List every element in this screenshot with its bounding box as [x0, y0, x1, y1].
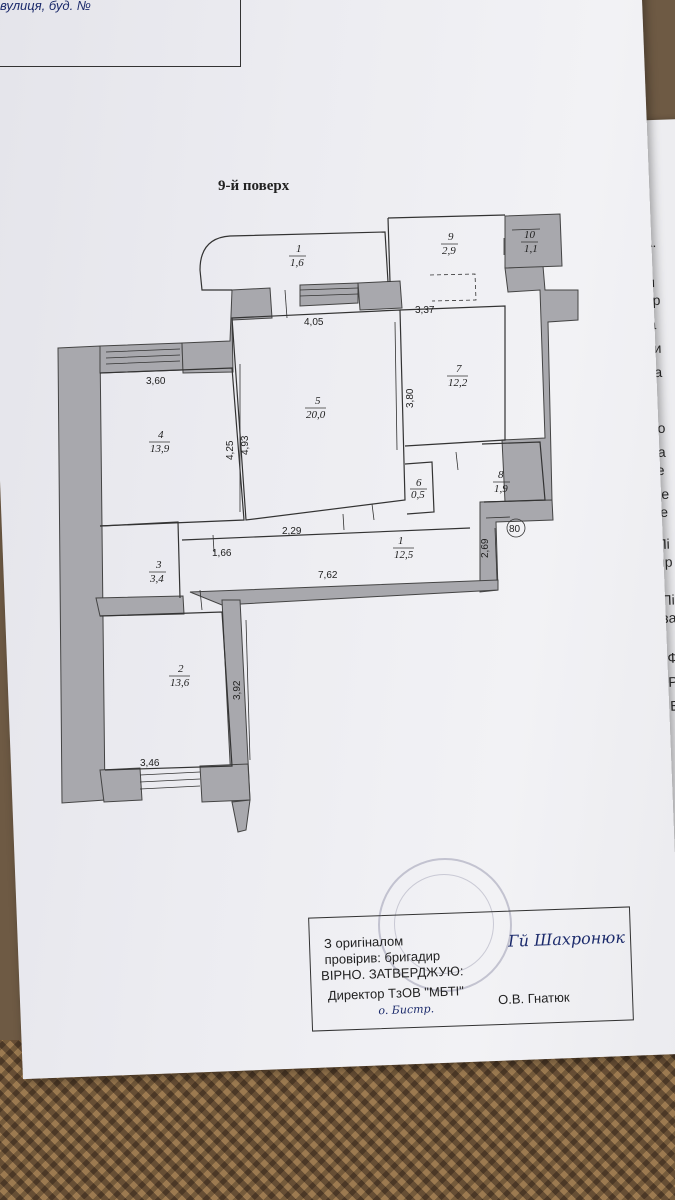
room-area: 1,1	[524, 243, 538, 255]
dimension-label: 4,93	[240, 435, 251, 455]
dimension-label: 1,66	[212, 548, 232, 559]
certification-stamp: З оригіналом провірив: бригадир ВІРНО. З…	[308, 906, 634, 1032]
room-labels: 1 1,6 9 2,9 10 1,1 5 20,0 7 12,2 4 13,9 …	[149, 229, 538, 689]
room-area: 13,6	[170, 677, 190, 689]
room-area: 1,6	[290, 257, 304, 269]
room-area: 12,2	[448, 377, 468, 389]
room-number: 9	[448, 231, 454, 243]
room-number: 7	[456, 363, 462, 375]
windows	[105, 287, 359, 790]
dimension-label: 3,80	[405, 388, 416, 408]
stamp-line-director: Директор ТзОВ "МБТІ"	[327, 983, 465, 1004]
handwritten-signature: Гй Шахронюк	[507, 927, 626, 951]
room-lines	[99, 214, 546, 771]
dimension-label: 3,46	[140, 758, 160, 769]
header-box: вулиця, буд. №	[0, 0, 241, 67]
elevation-marker-label: 80	[509, 524, 521, 535]
header-partial-text: вулиця, буд. №	[0, 0, 91, 13]
dimension-label: 3,37	[415, 305, 435, 316]
room-area: 20,0	[306, 409, 326, 421]
floor-title: 9-й поверх	[218, 178, 290, 194]
room-area: 0,5	[411, 489, 425, 501]
handwritten-initials: o. Бистр.	[378, 1002, 435, 1018]
dimension-label: 3,60	[146, 376, 166, 387]
dimension-label: 4,05	[304, 317, 324, 328]
room-area: 3,4	[149, 573, 164, 585]
dimension-label: 3,92	[232, 680, 243, 700]
room-number: 1	[296, 243, 302, 255]
room-area: 12,5	[394, 549, 414, 561]
walls	[57, 213, 579, 833]
stamp-line-original: З оригіналом	[323, 933, 404, 952]
room-number: 6	[416, 477, 422, 489]
room-area: 2,9	[442, 245, 456, 257]
room-number: 4	[158, 429, 164, 441]
room-number: 2	[178, 663, 184, 675]
dimension-label: 2,29	[282, 526, 302, 537]
room-number: 1	[398, 535, 404, 547]
dimension-label: 2,69	[480, 538, 491, 558]
room-area: 13,9	[150, 443, 170, 455]
elevation-marker	[506, 518, 526, 538]
room-number: 8	[498, 469, 504, 481]
room-area: 1,9	[494, 483, 508, 495]
dimension-label: 4,25	[225, 440, 236, 460]
room-number: 5	[315, 395, 321, 407]
room-number: 10	[524, 229, 536, 241]
dimension-lines	[239, 321, 498, 761]
official-seal	[378, 858, 512, 992]
dimension-labels: 4,05 3,37 3,60 3,80 4,25 4,93 2,29 1,66 …	[140, 305, 526, 769]
director-name: О.В. Гнатюк	[497, 989, 570, 1008]
dimension-label: 7,62	[318, 570, 338, 581]
room-number: 3	[155, 559, 162, 571]
